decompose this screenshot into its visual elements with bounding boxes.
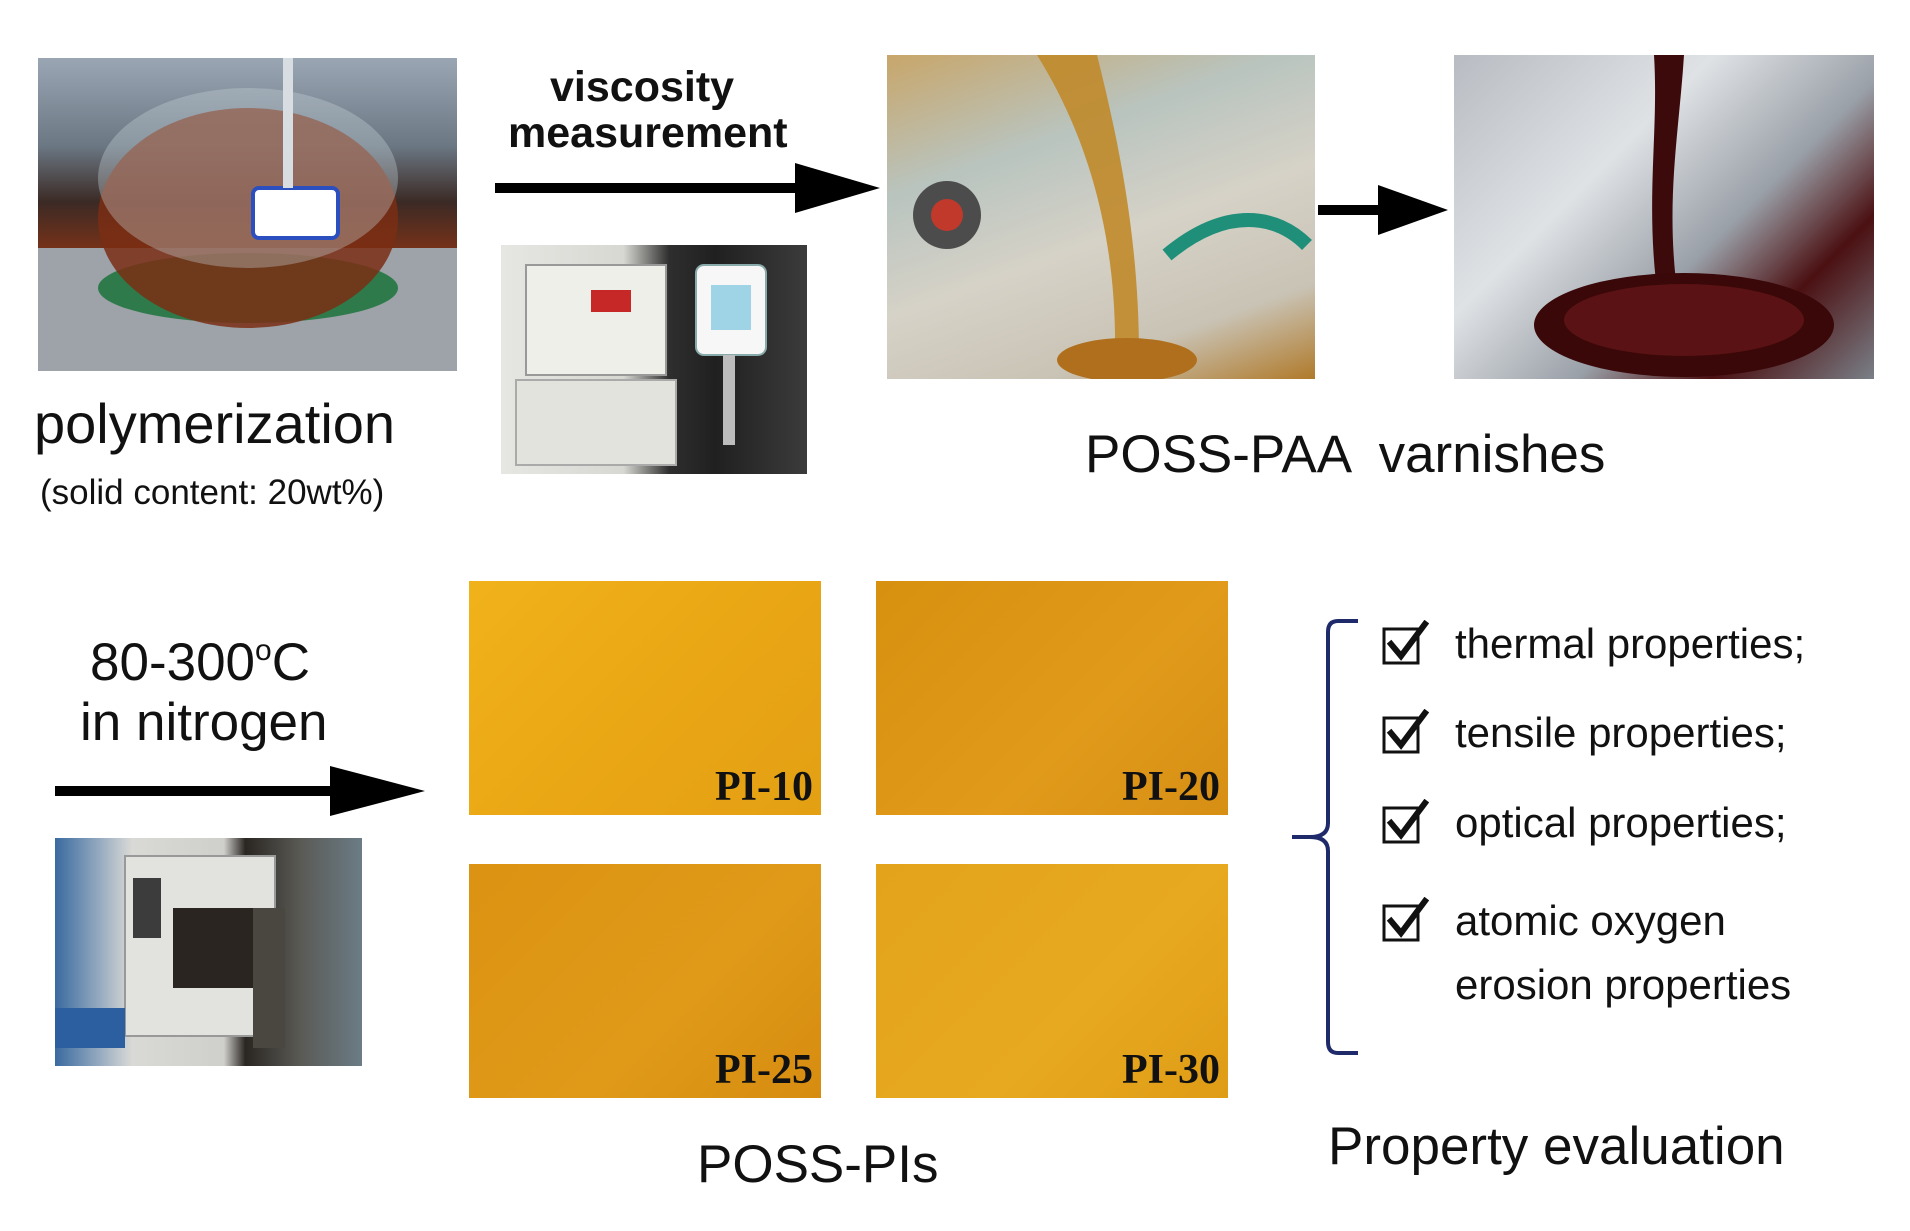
film-sample-pi-10: PI-10 xyxy=(469,581,821,815)
evaluation-item-line: atomic oxygen xyxy=(1455,897,1726,944)
evaluation-item-line: thermal properties; xyxy=(1455,620,1806,667)
film-label-pi-10: PI-10 xyxy=(715,764,813,810)
curing-arrow xyxy=(55,766,425,816)
polymerization-label: polymerization xyxy=(34,392,396,455)
viscometer-photo xyxy=(501,245,807,474)
degree-sign: o xyxy=(255,634,272,667)
checkbox-checked-icon xyxy=(1381,709,1429,757)
checkbox-checked-icon xyxy=(1381,799,1429,847)
viscosity-label-line2: measurement xyxy=(508,109,788,157)
curing-oven-photo xyxy=(55,838,362,1066)
evaluation-brace xyxy=(1290,618,1360,1056)
evaluation-item-line: tensile properties; xyxy=(1455,709,1787,756)
varnish-arrow xyxy=(1318,185,1448,235)
checkbox-checked-icon xyxy=(1381,620,1429,668)
solid-content-note: (solid content: 20wt%) xyxy=(40,473,385,512)
dark-varnish-photo xyxy=(1454,55,1874,379)
evaluation-item-thermal: thermal properties; xyxy=(1381,612,1805,676)
varnish-label: POSS-PAA varnishes xyxy=(1085,425,1606,484)
evaluation-item-optical: optical properties; xyxy=(1381,791,1787,855)
film-sample-pi-30: PI-30 xyxy=(876,864,1228,1098)
polymerization-flask-photo xyxy=(38,58,457,371)
checkbox-checked-icon xyxy=(1381,897,1429,945)
films-caption: POSS-PIs xyxy=(697,1135,939,1194)
curing-atmosphere-label: in nitrogen xyxy=(80,693,328,752)
curing-temperature-range: 80-300 xyxy=(90,633,256,692)
evaluation-item-atomic-oxygen: atomic oxygen erosion properties xyxy=(1381,889,1791,1017)
film-label-pi-20: PI-20 xyxy=(1122,764,1220,810)
film-sample-pi-25: PI-25 xyxy=(469,864,821,1098)
evaluation-title: Property evaluation xyxy=(1328,1117,1785,1176)
viscosity-arrow xyxy=(495,163,880,213)
film-sample-pi-20: PI-20 xyxy=(876,581,1228,815)
film-label-pi-30: PI-30 xyxy=(1122,1047,1220,1093)
film-label-pi-25: PI-25 xyxy=(715,1047,813,1093)
evaluation-item-tensile: tensile properties; xyxy=(1381,701,1787,765)
evaluation-item-line: optical properties; xyxy=(1455,799,1787,846)
viscosity-label-line1: viscosity xyxy=(550,63,735,111)
evaluation-item-line: erosion properties xyxy=(1455,961,1792,1008)
varnish-pouring-photo xyxy=(887,55,1315,379)
evaluation-item-text: optical properties; xyxy=(1455,791,1787,855)
curing-temperature-unit: C xyxy=(271,633,310,692)
curing-temperature-label: 80-300oC xyxy=(90,633,310,692)
evaluation-item-text: thermal properties; xyxy=(1455,612,1805,676)
evaluation-item-text: atomic oxygen erosion properties xyxy=(1455,889,1791,1017)
evaluation-item-text: tensile properties; xyxy=(1455,701,1787,765)
